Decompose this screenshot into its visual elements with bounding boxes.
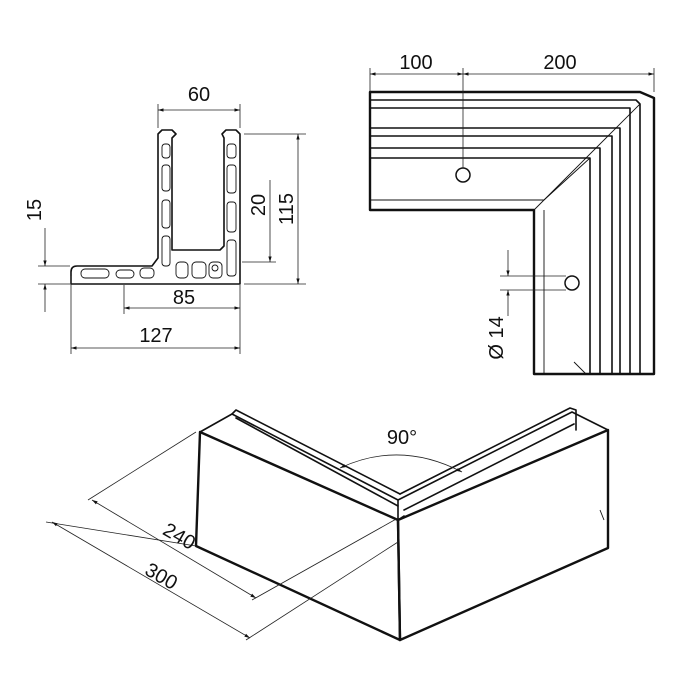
profile-chamber	[226, 201, 237, 233]
dim-base-thickness: 15	[24, 199, 46, 221]
profile-chamber	[161, 199, 171, 229]
profile-chamber	[226, 143, 237, 159]
side-view-hole	[564, 275, 580, 291]
profile-screw-channel	[211, 264, 219, 272]
corner-top-view: 100 200 Ø 14	[368, 52, 656, 376]
dim-inner-length: 240	[159, 519, 199, 555]
profile-chamber	[161, 143, 171, 159]
profile-chamber	[191, 261, 207, 279]
profile-chamber	[80, 268, 110, 279]
dim-total-width: 127	[139, 325, 172, 347]
profile-outline	[70, 129, 241, 285]
dim-inner-height: 20	[248, 194, 270, 216]
profile-chamber	[161, 164, 171, 192]
top-view-outer-outline	[368, 90, 656, 376]
profile-chamber	[115, 269, 135, 279]
dim-hole-diameter: Ø 14	[486, 316, 508, 359]
dim-angle: 90°	[387, 427, 417, 449]
dim-inner-base: 85	[173, 287, 195, 309]
dim-width-top: 60	[188, 84, 210, 106]
iso-right-panel	[396, 428, 610, 642]
dim-height-total: 115	[276, 193, 298, 225]
corner-isometric-view: 90° 240 300	[45, 407, 610, 642]
iso-left-panel	[194, 430, 402, 642]
profile-chamber	[226, 239, 237, 277]
dim-leg-short: 100	[399, 52, 432, 74]
dim-line-outer-length	[51, 521, 251, 639]
profile-chamber	[175, 261, 189, 279]
profile-chamber	[226, 164, 237, 194]
profile-chamber	[139, 267, 155, 279]
dim-arc-angle	[339, 454, 463, 473]
profile-chamber	[208, 261, 223, 279]
profile-section-view: 60 115 20 15 85 127	[24, 84, 306, 354]
dim-outer-length: 300	[141, 559, 181, 595]
top-view-hole	[455, 167, 471, 183]
dim-leg-long: 200	[543, 52, 576, 74]
profile-chamber	[161, 235, 171, 267]
